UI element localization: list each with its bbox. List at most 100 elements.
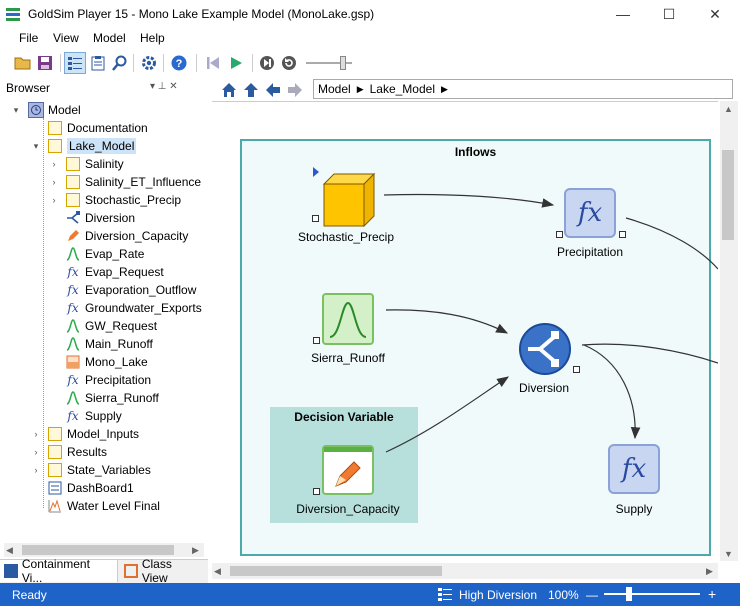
menu-model[interactable]: Model [93,31,126,45]
scenario-name[interactable]: High Diversion [459,588,538,602]
node-label-diversion: Diversion [518,381,569,395]
menu-help[interactable]: Help [140,31,165,45]
tree-item-main-runoff[interactable]: Main_Runoff [65,335,153,353]
scroll-right-icon[interactable]: ▶ [706,566,713,576]
tab-label: Class View [141,557,172,585]
tree-item-sierra-runoff[interactable]: Sierra_Runoff [65,389,159,407]
tree-item-documentation[interactable]: Documentation [47,119,148,137]
expand-icon[interactable]: › [34,447,38,457]
find-icon[interactable] [109,52,131,74]
browser-toggle-icon[interactable] [64,52,86,74]
tab-containment-view[interactable]: Containment Vi... [0,557,118,585]
expand-icon[interactable]: › [34,429,38,439]
menu-file[interactable]: File [19,31,39,45]
stochastic-precip-node[interactable] [320,172,378,228]
tree-item-results[interactable]: Results [47,443,107,461]
node-port-icon[interactable] [573,366,580,373]
tree-item-dashboard1[interactable]: DashBoard1 [47,479,134,497]
zoom-in-button[interactable]: + [708,586,717,602]
play-icon[interactable] [225,52,247,74]
rewind-icon[interactable] [202,52,224,74]
collapse-icon[interactable]: ▾ [33,140,39,151]
tree-item-evap-rate[interactable]: Evap_Rate [65,245,144,263]
scroll-up-icon[interactable]: ▲ [724,104,733,114]
toolbar-separator [163,54,164,72]
zoom-out-button[interactable]: — [586,588,598,602]
minimize-button[interactable]: — [616,6,630,22]
tab-class-view[interactable]: Class View [120,557,204,585]
container-icon [47,138,63,154]
node-port-icon[interactable] [313,488,320,495]
arrow-capacity-to-diversion [385,376,509,453]
scroll-down-icon[interactable]: ▼ [724,549,733,559]
expand-icon[interactable]: › [52,159,56,169]
breadcrumb[interactable]: Model ▶ Lake_Model ▶ [313,79,733,99]
zoom-slider-thumb[interactable] [626,587,632,601]
zoom-slider-track[interactable] [604,593,700,595]
containment-icon [4,564,18,578]
node-port-icon[interactable] [312,215,319,222]
expand-icon[interactable]: › [52,195,56,205]
scroll-right-icon[interactable]: ▶ [192,545,199,555]
speed-slider-thumb[interactable] [340,56,346,70]
expand-icon[interactable]: › [34,465,38,475]
tree-item-lake-model[interactable]: Lake_Model [47,137,137,155]
arrow-diversion-to-supply [583,344,641,440]
sierra-runoff-node[interactable] [322,293,374,345]
tree-item-salinity[interactable]: Salinity [65,155,124,173]
save-icon[interactable] [34,52,56,74]
back-arrow-icon[interactable] [262,79,284,101]
node-port-icon[interactable] [619,231,626,238]
tree-item-water-level-final[interactable]: Water Level Final [47,497,160,515]
tree-item-stochastic-precip[interactable]: Stochastic_Precip [65,191,181,209]
canvas-horizontal-scroll-thumb[interactable] [230,566,442,576]
tree-item-evaporation-outflow[interactable]: fx Evaporation_Outflow [65,281,196,299]
forward-arrow-icon[interactable] [284,79,306,101]
open-icon[interactable] [12,52,34,74]
diversion-capacity-node[interactable] [322,445,374,495]
maximize-button[interactable]: ☐ [662,5,676,22]
expand-icon[interactable]: › [52,177,56,187]
tree-item-state-variables[interactable]: State_Variables [47,461,151,479]
breadcrumb-item[interactable]: Lake_Model [369,82,435,96]
tree-item-salinity-et-influence[interactable]: Salinity_ET_Influence [65,173,201,191]
diversion-node[interactable] [518,322,572,376]
up-arrow-icon[interactable] [240,79,262,101]
browser-scroll-thumb[interactable] [22,545,174,555]
canvas-vertical-scroll-thumb[interactable] [722,150,734,240]
tree-item-label: Evap_Request [85,265,164,279]
node-port-icon[interactable] [556,231,563,238]
header-strip [324,447,372,452]
menu-view[interactable]: View [53,31,79,45]
tree-item-diversion[interactable]: Diversion [65,209,135,227]
gear-icon[interactable] [138,52,160,74]
help-icon[interactable]: ? [168,52,190,74]
tree-item-model[interactable]: Model [28,101,81,119]
clipboard-icon[interactable] [87,52,109,74]
tree-item-precipitation[interactable]: fx Precipitation [65,371,151,389]
home-icon[interactable] [218,79,240,101]
tree-item-groundwater-exports[interactable]: fx Groundwater_Exports [65,299,201,317]
tree-item-gw-request[interactable]: GW_Request [65,317,157,335]
step-icon[interactable] [256,52,278,74]
close-button[interactable]: ✕ [709,5,721,22]
scroll-left-icon[interactable]: ◀ [6,545,13,555]
breadcrumb-item[interactable]: Model [318,82,351,96]
node-port-icon[interactable] [313,337,320,344]
precipitation-node[interactable]: fx [564,188,616,238]
speed-slider-track[interactable] [306,62,352,64]
supply-node[interactable]: fx [608,444,660,494]
curve-icon [65,390,81,406]
tree-item-mono-lake[interactable]: Mono_Lake [65,353,148,371]
tree-item-diversion-capacity[interactable]: Diversion_Capacity [65,227,188,245]
browser-pane-controls[interactable]: ▾ ⊥ ✕ [150,81,178,92]
tree-item-evap-request[interactable]: fx Evap_Request [65,263,164,281]
scroll-left-icon[interactable]: ◀ [214,566,221,576]
tree-item-label: Salinity_ET_Influence [85,175,202,189]
collapse-icon[interactable]: ▾ [13,104,19,115]
reset-icon[interactable] [278,52,300,74]
scenario-icon[interactable] [438,587,452,601]
tree-item-supply[interactable]: fx Supply [65,407,121,425]
tree-item-model-inputs[interactable]: Model_Inputs [47,425,139,443]
collapse-arrow-icon[interactable] [313,167,319,177]
